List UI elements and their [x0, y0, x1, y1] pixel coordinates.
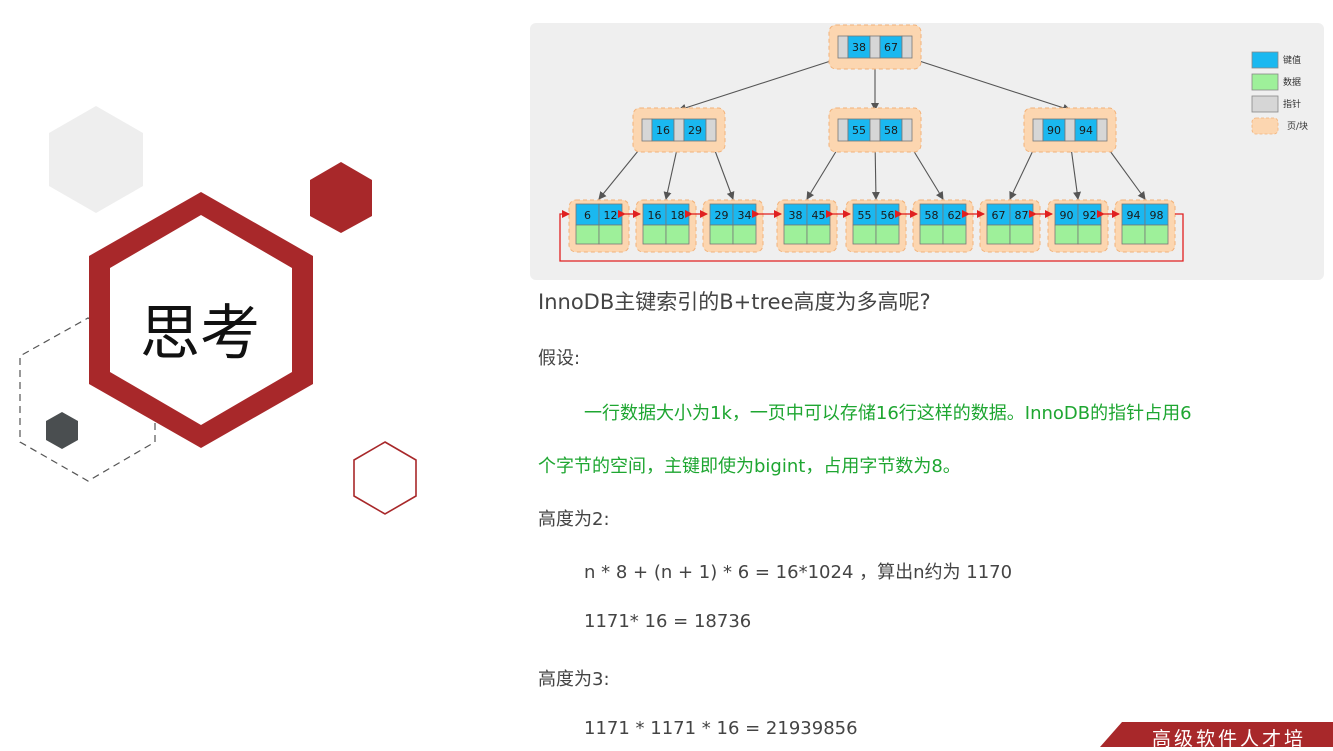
leaf-node-key-label: 92	[1083, 209, 1097, 222]
light-gray-hexagon	[49, 106, 143, 213]
leaf-node-data-cell	[852, 224, 877, 245]
internal-node-pointer-cell	[1096, 118, 1108, 142]
bplus-tree-diagram: 38 67 16 29 55 58 90 94 6 12 16 18 29 34 38 45 55 56 58 62 6…	[530, 23, 1324, 280]
leaf-node-key-label: 45	[812, 209, 826, 222]
leaf-node-data-cell	[806, 224, 831, 245]
question-text: InnoDB主键索引的B+tree高度为多高呢?	[538, 290, 931, 314]
internal-node-pointer-cell	[1064, 118, 1076, 142]
internal-node-pointer-cell	[869, 118, 881, 142]
assumption-line-1: 一行数据大小为1k，一页中可以存储16行这样的数据。InnoDB的指针占用6	[584, 403, 1192, 424]
leaf-node-key-label: 38	[789, 209, 803, 222]
internal-node-pointer-cell	[673, 118, 685, 142]
brand-banner-shape	[1100, 722, 1333, 747]
internal-node-key-label: 29	[688, 124, 702, 137]
leaf-node-data-cell	[709, 224, 734, 245]
bplus-tree-svg: 38 67 16 29 55 58 90 94 6 12 16 18 29 34 38 45 55 56 58 62 6…	[559, 24, 1308, 262]
assumption-line-2: 个字节的空间，主键即使为bigint，占用字节数为8。	[538, 456, 961, 477]
leaf-node-key-label: 58	[925, 209, 939, 222]
leaf-node-data-cell	[942, 224, 967, 245]
internal-node-key-label: 55	[852, 124, 866, 137]
internal-node-pointer-cell	[705, 118, 717, 142]
leaf-node-key-label: 67	[992, 209, 1006, 222]
height2-formula: n * 8 + (n + 1) * 6 = 16*1024 ，算出n约为 117…	[584, 562, 1013, 583]
legend-label: 键值	[1283, 54, 1301, 66]
dark-small-hexagon	[46, 412, 78, 449]
leaf-node-data-cell	[1009, 224, 1034, 245]
leaf-node-data-cell	[642, 224, 667, 245]
height3-result: 1171 * 1171 * 16 = 21939856	[584, 718, 858, 739]
red-small-hexagon	[310, 162, 372, 233]
leaf-node-key-label: 18	[671, 209, 685, 222]
leaf-node-key-label: 98	[1150, 209, 1164, 222]
brand-text: 高级软件人才培	[1152, 728, 1307, 750]
tree-edge	[906, 56, 1071, 112]
legend-swatch	[1251, 73, 1279, 91]
leaf-node-key-label: 94	[1127, 209, 1141, 222]
height2-result: 1171* 16 = 18736	[584, 611, 752, 632]
leaf-node-key-label: 6	[584, 209, 591, 222]
leaf-node-key-label: 34	[738, 209, 752, 222]
root-node-key-label: 38	[852, 41, 866, 54]
legend-swatch	[1251, 117, 1279, 135]
decoration-hexagons	[19, 106, 417, 515]
leaf-node-key-label: 29	[715, 209, 729, 222]
legend-label: 数据	[1283, 76, 1301, 88]
leaf-node-key-label: 12	[604, 209, 618, 222]
leaf-node-key-label: 56	[881, 209, 895, 222]
internal-node-pointer-cell	[901, 118, 913, 142]
red-outline-hexagon	[353, 441, 417, 515]
internal-node-key-label: 94	[1079, 124, 1093, 137]
tree-edge	[678, 56, 844, 112]
big-hexagon-inner	[110, 215, 292, 425]
root-node-pointer-cell	[837, 35, 849, 59]
internal-node-pointer-cell	[641, 118, 653, 142]
leaf-node-data-cell	[1121, 224, 1146, 245]
leaf-node-data-cell	[665, 224, 690, 245]
internal-node-pointer-cell	[1032, 118, 1044, 142]
internal-node-key-label: 90	[1047, 124, 1061, 137]
root-node-pointer-cell	[901, 35, 913, 59]
leaf-node-data-cell	[919, 224, 944, 245]
internal-node-key-label: 16	[656, 124, 670, 137]
brand-banner: 高级软件人才培	[1100, 722, 1333, 750]
root-node-key-label: 67	[884, 41, 898, 54]
leaf-node-data-cell	[1144, 224, 1169, 245]
leaf-node-data-cell	[986, 224, 1011, 245]
legend-label: 页/块	[1287, 120, 1308, 132]
leaf-node-key-label: 90	[1060, 209, 1074, 222]
leaf-node-key-label: 87	[1015, 209, 1029, 222]
leaf-node-key-label: 62	[948, 209, 962, 222]
legend-swatch	[1251, 51, 1279, 69]
height3-label: 高度为3:	[538, 669, 610, 690]
legend-swatch	[1251, 95, 1279, 113]
leaf-node-data-cell	[598, 224, 623, 245]
legend-label: 指针	[1283, 98, 1301, 110]
assumption-label: 假设:	[538, 348, 581, 369]
internal-node-key-label: 58	[884, 124, 898, 137]
root-node-pointer-cell	[869, 35, 881, 59]
height2-label: 高度为2:	[538, 509, 610, 530]
internal-node-pointer-cell	[837, 118, 849, 142]
leaf-node-data-cell	[732, 224, 757, 245]
slide-title: 思考	[140, 299, 260, 369]
leaf-node-data-cell	[575, 224, 600, 245]
leaf-node-data-cell	[1077, 224, 1102, 245]
leaf-node-data-cell	[875, 224, 900, 245]
leaf-node-data-cell	[1054, 224, 1079, 245]
leaf-node-data-cell	[783, 224, 808, 245]
leaf-loop-link	[559, 210, 1184, 262]
leaf-node-key-label: 55	[858, 209, 872, 222]
leaf-node-key-label: 16	[648, 209, 662, 222]
